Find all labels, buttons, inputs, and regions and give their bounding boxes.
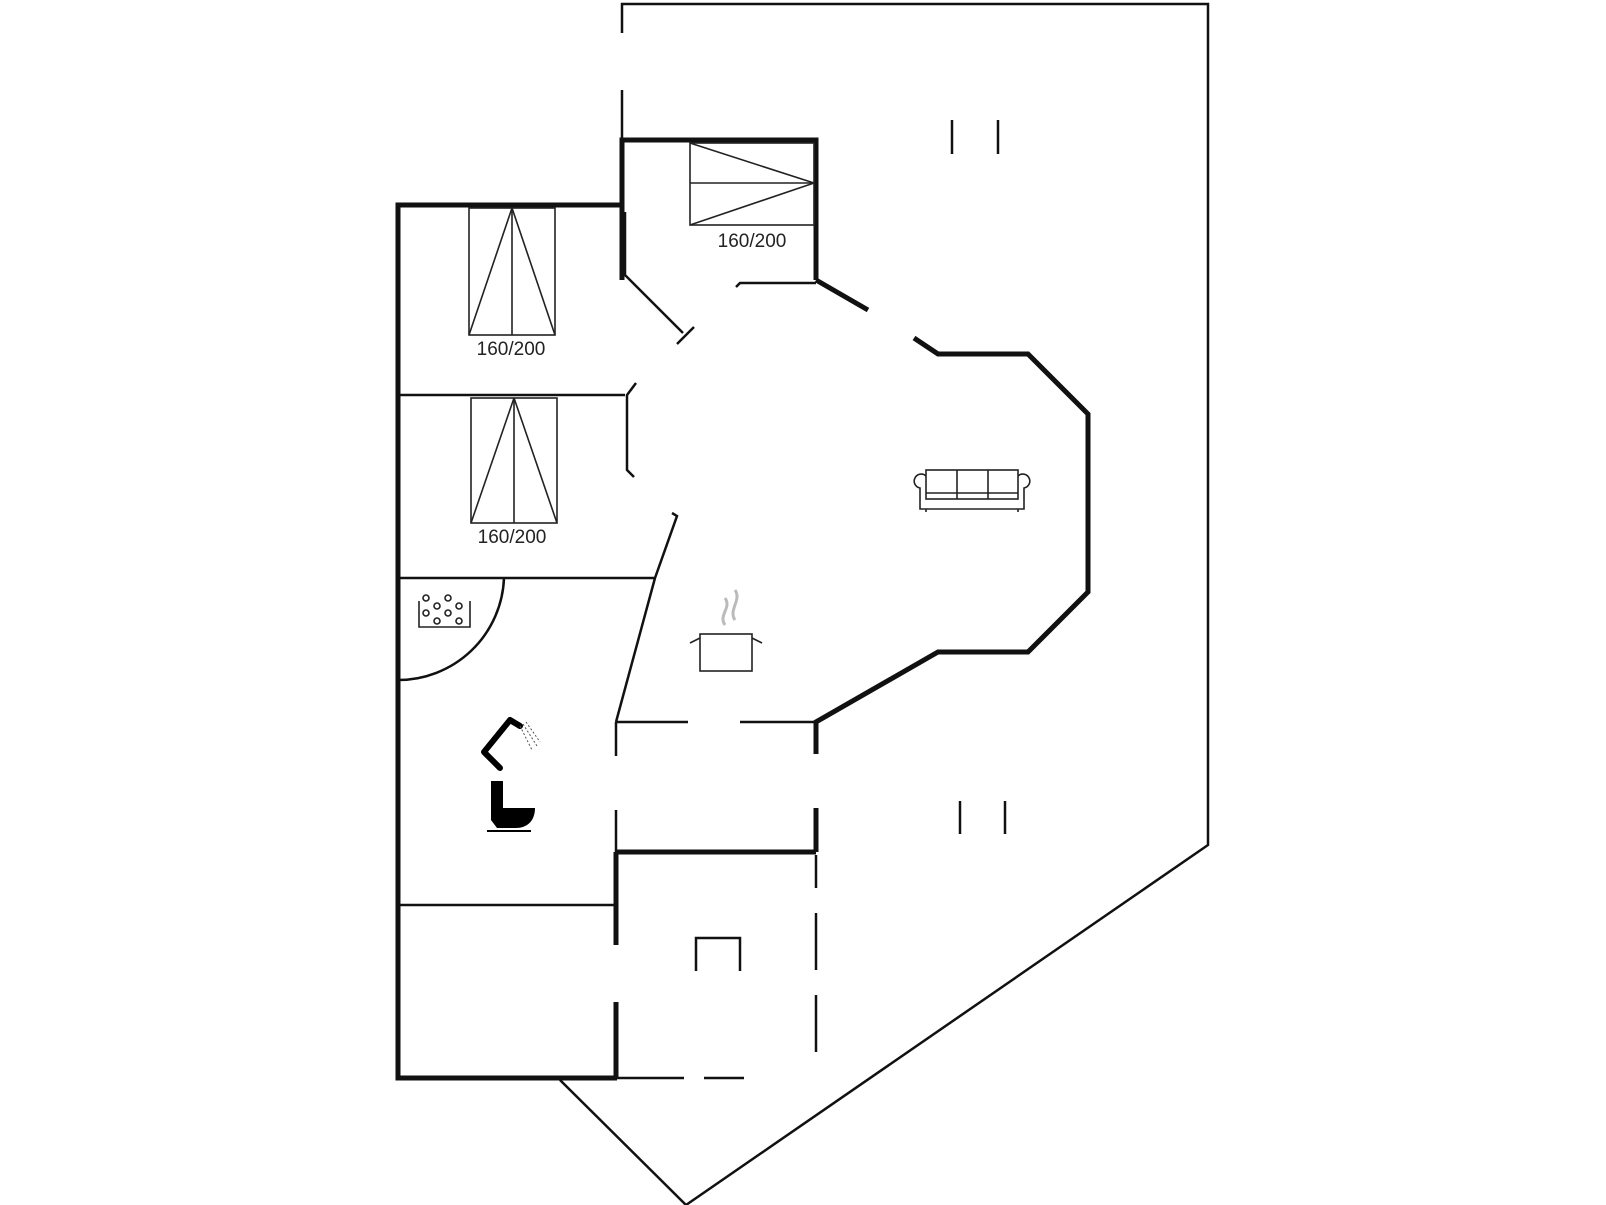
bed-size-label: 160/200 (477, 339, 546, 360)
bed-west-top: 160/200 (468, 207, 556, 360)
shower-icon (481, 717, 541, 771)
cooking-pot-icon (689, 589, 763, 672)
terrace-marker-icon (958, 801, 1007, 834)
sauna-stones-icon (418, 594, 471, 628)
terrace-outline (559, 2, 1210, 1205)
interior-walls (397, 212, 818, 1080)
terrace-marker-icon (950, 120, 1000, 154)
bed-size-label: 160/200 (478, 527, 547, 548)
toilet-icon (487, 781, 535, 832)
sofa-icon (913, 469, 1031, 512)
exterior-walls (395, 137, 1091, 1081)
fireplace-icon (694, 936, 742, 971)
bed-west-bottom: 160/200 (470, 397, 558, 548)
bed-size-label: 160/200 (718, 231, 787, 252)
bed-north: 160/200 (689, 142, 815, 252)
